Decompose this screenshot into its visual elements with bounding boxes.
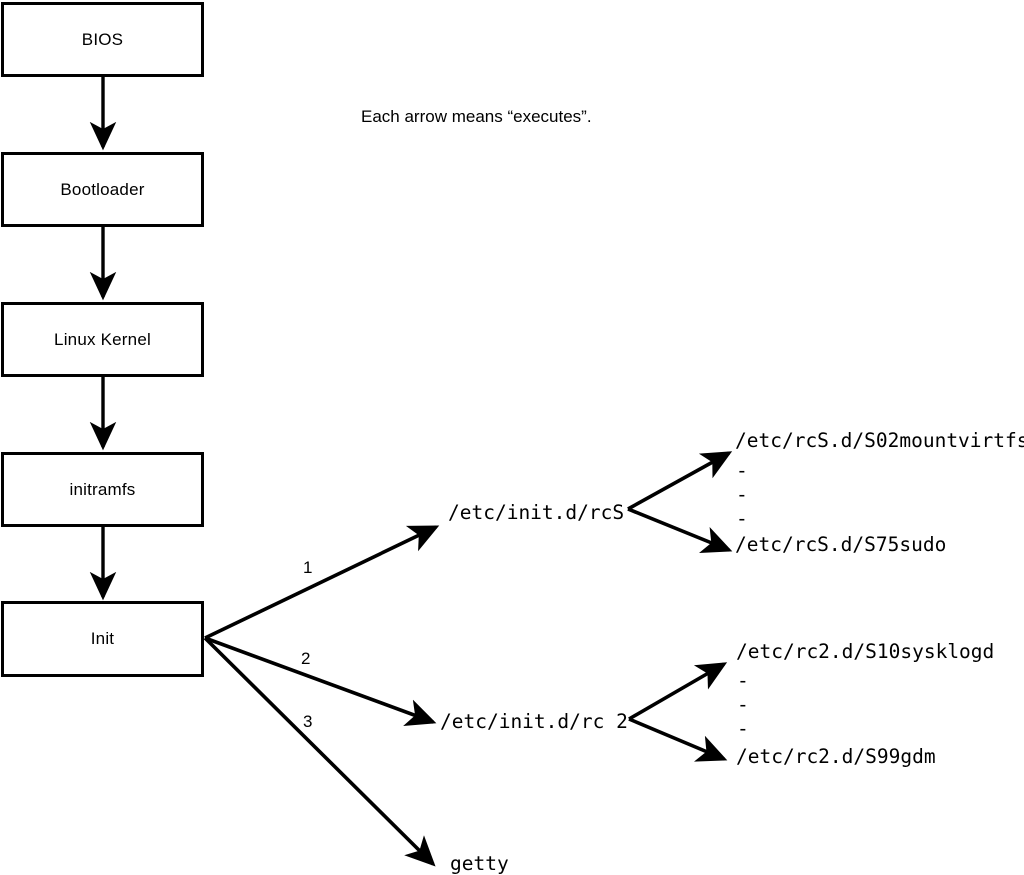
arrow-rcs-to-first-script [627,451,733,511]
arrow-init-to-getty [203,636,436,867]
rc2-ellipsis-dash-2: - [737,693,749,716]
node-bootloader-label: Bootloader [60,179,145,199]
label-rcs-script[interactable]: /etc/init.d/rcS [448,501,625,524]
edge-label-2: 2 [301,649,311,668]
label-rc2-script[interactable]: /etc/init.d/rc 2 [440,710,628,733]
arrow-init-to-rc2 [204,636,437,726]
label-rcs-last-script[interactable]: /etc/rcS.d/S75sudo [735,533,947,556]
arrow-init-to-rcs [204,525,440,640]
node-bootloader[interactable]: Bootloader [1,152,204,227]
rcs-ellipsis-dash-1: - [736,459,748,482]
arrow-rcs-to-last-script [627,507,733,553]
rcs-ellipsis-dash-3: - [736,507,748,530]
node-linux-kernel[interactable]: Linux Kernel [1,302,204,377]
node-bios-label: BIOS [81,29,124,49]
label-rcs-first-script[interactable]: /etc/rcS.d/S02mountvirtfs [735,429,1024,452]
node-initramfs[interactable]: initramfs [1,452,204,527]
rcs-ellipsis-dash-2: - [736,483,748,506]
init-fanout-group [203,525,440,867]
edge-label-1: 1 [303,558,313,577]
label-getty[interactable]: getty [450,852,509,875]
label-rc2-last-script[interactable]: /etc/rc2.d/S99gdm [736,745,936,768]
arrow-rc2-to-first-script [628,662,728,721]
arrow-rc2-to-last-script [628,717,728,762]
edge-label-3: 3 [303,712,313,731]
rc2-ellipsis-dash-1: - [737,669,749,692]
rcs-fanout-group [627,451,733,553]
node-linux-kernel-label: Linux Kernel [54,329,151,349]
label-rc2-first-script[interactable]: /etc/rc2.d/S10sysklogd [736,640,995,663]
node-init[interactable]: Init [1,601,204,677]
node-initramfs-label: initramfs [69,479,136,499]
node-bios[interactable]: BIOS [1,2,204,77]
node-init-label: Init [90,629,115,648]
legend-note: Each arrow means “executes”. [361,107,592,126]
rc2-fanout-group [628,662,728,762]
rc2-ellipsis-dash-3: - [737,717,749,740]
